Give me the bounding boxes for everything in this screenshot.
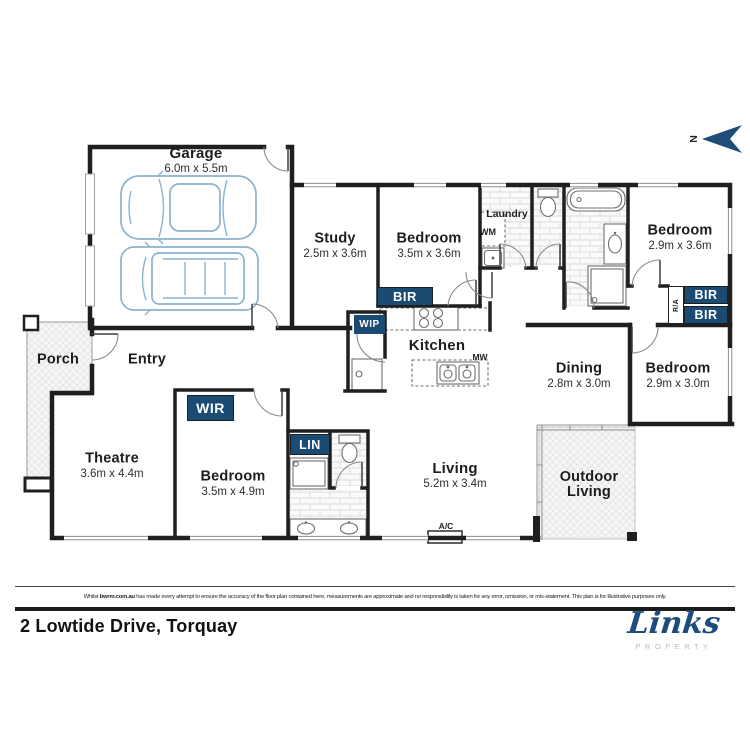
car-sedan (120, 170, 257, 245)
room-dims-bedroom-4: 2.9m x 3.0m (646, 378, 710, 390)
outdoor-living-line1: Outdoor (559, 468, 619, 485)
room-label-bedroom-2: Bedroom (396, 230, 462, 247)
floorplan-drawing (22, 125, 742, 544)
bir-tag-right-1: BIR (684, 286, 728, 304)
room-dims-study: 2.5m x 3.6m (303, 248, 367, 260)
lin-tag: LIN (290, 434, 330, 455)
ra-box: R/A (668, 286, 684, 324)
disclaimer-prefix: Whilst (83, 594, 100, 600)
ensuite-shower (289, 457, 329, 490)
room-dims-living: 5.2m x 3.4m (423, 478, 487, 490)
room-label-laundry: Laundry (486, 208, 528, 220)
doors (91, 146, 661, 489)
ensuite-vanity (289, 518, 367, 539)
walls (49, 144, 735, 541)
ensuite-toilet (338, 434, 361, 444)
room-dims-bedroom-2: 3.5m x 3.6m (397, 248, 461, 260)
disclaimer: Whilst bwrm.com.au has made every attemp… (0, 594, 750, 600)
room-dims-dining: 2.8m x 3.0m (547, 378, 611, 390)
logo-brand-text: Links (626, 606, 722, 641)
disclaimer-rest: has made every attempt to ensure the acc… (134, 594, 667, 600)
ac-label: A/C (438, 521, 454, 531)
room-label-bedroom-3: Bedroom (647, 222, 713, 239)
room-label-kitchen: Kitchen (408, 337, 466, 355)
toilet (537, 188, 559, 198)
wip-tag: WIP (354, 315, 385, 334)
room-label-garage: Garage (169, 145, 223, 163)
fixtures (22, 170, 637, 544)
washing-machine-space (480, 211, 506, 247)
room-label-porch: Porch (36, 351, 80, 368)
room-dims-garage: 6.0m x 5.5m (164, 163, 228, 175)
bir-tag-bedroom-2: BIR (377, 287, 433, 306)
north-arrow (702, 125, 742, 153)
disclaimer-brand: bwrm.com.au (99, 594, 135, 600)
porch-pillar (22, 314, 40, 332)
ra-label: R/A (672, 298, 680, 312)
room-label-outdoor-living: Outdoor Living (559, 468, 619, 500)
room-label-bedroom-4: Bedroom (645, 360, 711, 377)
room-dims-theatre: 3.6m x 4.4m (80, 468, 144, 480)
logo-sub-text: PROPERTY (635, 642, 713, 651)
room-dims-bedroom-3: 2.9m x 3.6m (648, 240, 712, 252)
room-label-living: Living (432, 460, 478, 478)
mw-label: MW (472, 352, 488, 362)
room-label-entry: Entry (127, 351, 167, 368)
room-label-master-bedroom: Bedroom (200, 468, 266, 485)
car-suv (120, 241, 259, 316)
cooktop (413, 305, 459, 331)
divider-thin (15, 586, 735, 587)
bir-tag-right-2: BIR (684, 306, 728, 324)
wir-tag: WIR (187, 395, 234, 421)
windows (64, 182, 733, 541)
fridge (351, 358, 383, 391)
property-address: 2 Lowtide Drive, Torquay (20, 616, 238, 636)
room-label-dining: Dining (555, 360, 603, 377)
room-label-theatre: Theatre (85, 450, 139, 467)
bathtub (566, 187, 626, 212)
divider-thick (15, 607, 735, 611)
bath-vanity (603, 223, 627, 265)
room-dims-master-bedroom: 3.5m x 4.9m (201, 486, 265, 498)
shower (587, 265, 627, 307)
outdoor-living-line2: Living (567, 484, 611, 500)
agency-logo: Links PROPERTY (626, 606, 722, 651)
north-label: N (688, 135, 700, 143)
room-label-study: Study (314, 230, 356, 247)
wm-label: WM (480, 227, 496, 237)
